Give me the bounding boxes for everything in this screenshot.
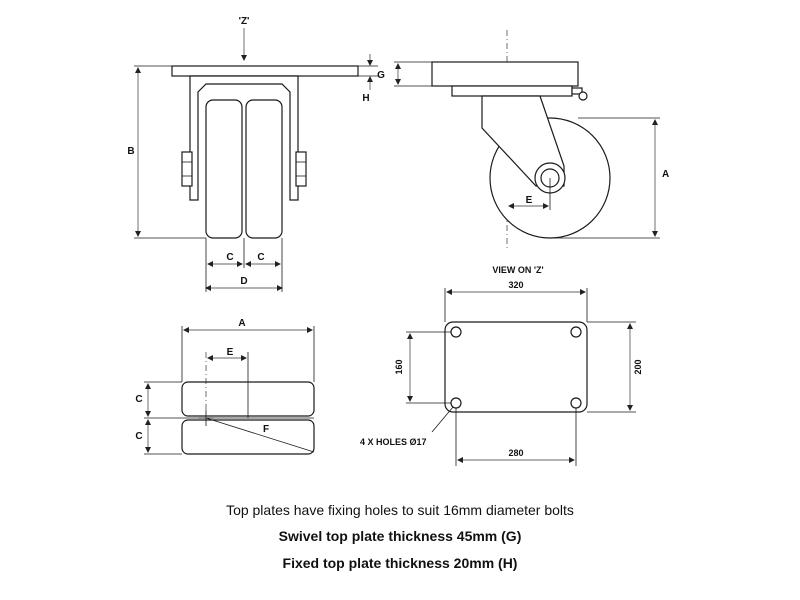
dim-160: 160 — [394, 359, 404, 374]
fixing-hole — [570, 326, 582, 338]
dim-280: 280 — [508, 448, 523, 458]
fixing-hole — [450, 397, 462, 409]
caption-swivel-thickness: Swivel top plate thickness 45mm (G) — [278, 528, 522, 544]
bottom-view: F A E C C — [135, 318, 315, 455]
label-C-lower: C — [135, 431, 142, 442]
plan-view-title: VIEW ON 'Z' — [492, 265, 543, 275]
holes-note: 4 X HOLES Ø17 — [360, 437, 427, 447]
label-E-bottom: E — [227, 347, 234, 358]
front-view: 'Z' B H C C D — [127, 16, 378, 292]
label-C-upper: C — [135, 394, 142, 405]
z-view-marker: 'Z' — [239, 16, 250, 27]
plan-view: VIEW ON 'Z' 320 200 160 280 4 X HOLES Ø1… — [360, 265, 643, 466]
fixing-hole — [570, 397, 582, 409]
side-top-plate — [431, 61, 579, 87]
fixing-hole — [450, 326, 462, 338]
label-B: B — [127, 146, 134, 157]
front-wheel-left — [205, 99, 243, 239]
plan-top-plate — [444, 321, 588, 413]
label-F: F — [263, 424, 269, 435]
front-top-plate — [171, 65, 359, 77]
dim-320: 320 — [508, 280, 523, 290]
side-fork-leg — [481, 95, 565, 187]
axle-nut-right — [295, 151, 307, 187]
label-C-left: C — [226, 252, 233, 263]
brake-lever — [571, 87, 583, 95]
label-A-side: A — [662, 169, 669, 180]
side-view: G A E — [377, 30, 669, 250]
label-D: D — [240, 276, 247, 287]
bottom-wheel-lower — [181, 419, 315, 455]
label-E-side: E — [526, 195, 533, 206]
axle-nut-left — [181, 151, 193, 187]
label-H: H — [362, 93, 369, 104]
label-G: G — [377, 70, 385, 81]
swivel-head — [451, 85, 573, 97]
caption-fixing-holes: Top plates have fixing holes to suit 16m… — [226, 502, 574, 518]
front-wheel-right — [245, 99, 283, 239]
label-C-right: C — [257, 252, 264, 263]
caption-fixed-thickness: Fixed top plate thickness 20mm (H) — [282, 555, 518, 571]
label-A-bottom: A — [238, 318, 245, 329]
dim-200: 200 — [633, 359, 643, 374]
